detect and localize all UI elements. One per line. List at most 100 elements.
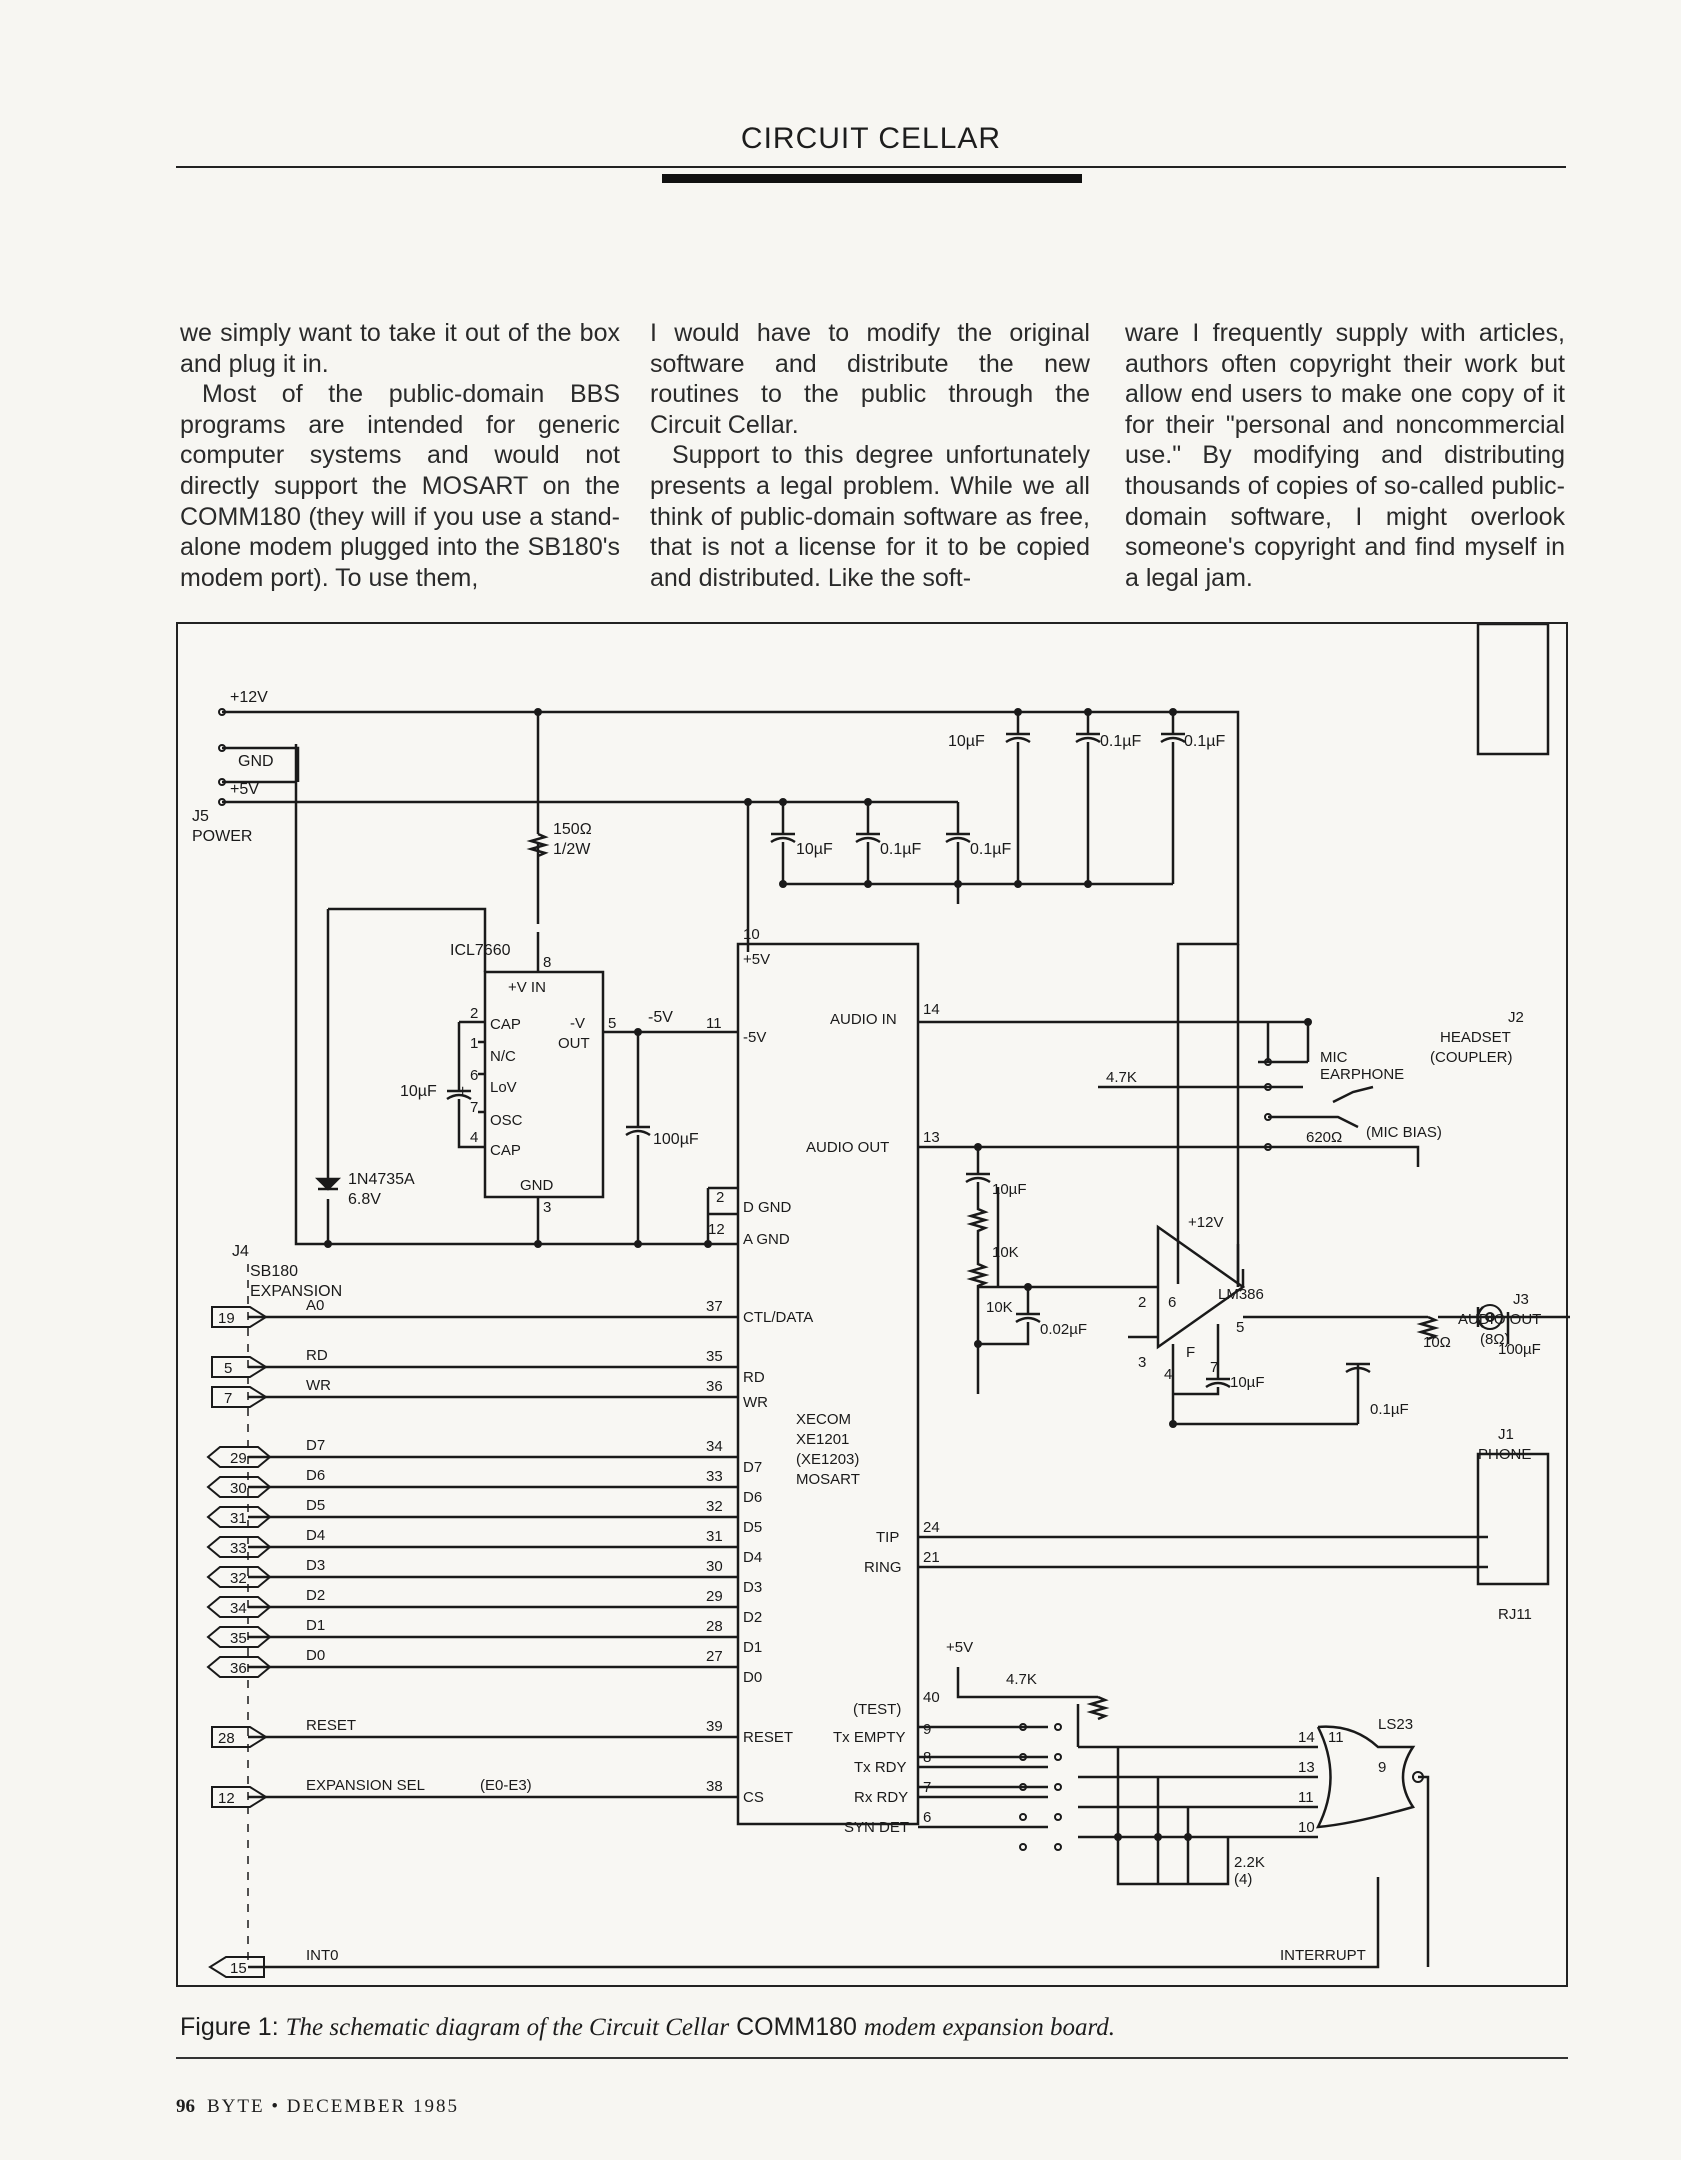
connector-pin: 15 [230, 1960, 247, 1977]
caption-text: modem expansion board. [863, 2014, 1116, 2041]
label-pin-name: OSC [490, 1112, 523, 1129]
signal-label: RD [306, 1347, 328, 1364]
label-zener-volt: 6.8V [348, 1191, 381, 1208]
label-power: POWER [192, 828, 252, 845]
signal-label: EXPANSION SEL [306, 1777, 425, 1794]
label-ic-name: XECOM [796, 1411, 851, 1428]
label-resistor: 10K [986, 1299, 1013, 1316]
caption-text: The schematic diagram of the Circuit Cel… [285, 2014, 730, 2041]
label-pin: 24 [923, 1519, 940, 1536]
label-pin-name: LoV [490, 1079, 517, 1096]
article-body: we simply want to take it out of the box… [180, 318, 1566, 600]
label-pin: 11 [1328, 1729, 1344, 1746]
label-pin: 11 [1298, 1789, 1314, 1806]
label-ic-name: LM386 [1218, 1286, 1264, 1303]
connector-pin: 33 [230, 1540, 247, 1557]
label-pin: 6 [1168, 1294, 1176, 1311]
label-resistor: 4.7K [1106, 1069, 1137, 1086]
signal-label: WR [306, 1377, 331, 1394]
signal-label: INT0 [306, 1947, 339, 1964]
label-pin-name: D6 [743, 1489, 762, 1506]
connector-pin: 12 [218, 1790, 235, 1807]
label-pin: 7 [470, 1099, 478, 1116]
paragraph: I would have to modify the original soft… [650, 319, 1090, 439]
paragraph: we simply want to take it out of the box… [180, 319, 620, 378]
connector-pin: 29 [230, 1450, 247, 1467]
header-bar [662, 174, 1082, 183]
label-audio-out: AUDIO OUT [1458, 1311, 1541, 1328]
label-pin-name: D7 [743, 1459, 762, 1476]
label-pin-name: AUDIO IN [830, 1011, 897, 1028]
label-cap: 10µF [796, 841, 833, 858]
label-ic-name: (XE1203) [796, 1451, 859, 1468]
label-pin-name: (TEST) [853, 1701, 901, 1718]
label-range: (E0-E3) [480, 1777, 532, 1794]
label-j5: J5 [192, 808, 209, 825]
page-folio: 96 BYTE • DECEMBER 1985 [176, 2096, 459, 2118]
label-pin-name: A GND [743, 1231, 790, 1248]
label-pin-name: CS [743, 1789, 764, 1806]
caption-label: Figure 1: [180, 2013, 279, 2041]
label-resistor: 150Ω [553, 821, 592, 838]
label-cap: 10µF [948, 733, 985, 750]
mosart-pin: 34 [706, 1438, 723, 1455]
label-headset: HEADSET [1440, 1029, 1511, 1046]
label-pin-name: Tx EMPTY [833, 1729, 906, 1746]
connector-pin: 5 [224, 1360, 232, 1377]
label-pin-name: CTL/DATA [743, 1309, 813, 1326]
label-pin: 8 [923, 1749, 931, 1766]
label-pin: 40 [923, 1689, 940, 1706]
label-pin-name: +5V [743, 951, 770, 968]
magazine-issue: BYTE • DECEMBER 1985 [207, 2096, 459, 2117]
signal-label: D2 [306, 1587, 325, 1604]
page-number: 96 [176, 2096, 195, 2117]
label-pin: 2 [470, 1005, 478, 1022]
paragraph: Support to this degree unfortunately pre… [650, 441, 1090, 592]
label-pin-name: RESET [743, 1729, 793, 1746]
label-pin: 12 [708, 1221, 725, 1238]
section-title: CIRCUIT CELLAR [740, 122, 1002, 155]
label-pin-name: D1 [743, 1639, 762, 1656]
label-plus: + [458, 1083, 467, 1100]
label-cap: 0.1µF [880, 841, 921, 858]
label-pin: 10 [743, 926, 760, 943]
signal-label: D4 [306, 1527, 325, 1544]
label-mic: MIC [1320, 1049, 1348, 1066]
signal-label: D1 [306, 1617, 325, 1634]
label-resistor: 620Ω [1306, 1129, 1342, 1146]
label-cap: 0.1µF [1370, 1401, 1409, 1418]
mosart-pin: 31 [706, 1528, 723, 1545]
label-pin: 4 [1164, 1366, 1172, 1383]
label-pin: 14 [1298, 1729, 1315, 1746]
label-gnd: GND [238, 753, 274, 770]
paragraph: ware I frequently supply with articles, … [1125, 319, 1565, 592]
connector-pin: 28 [218, 1730, 235, 1747]
column-2: I would have to modify the original soft… [650, 318, 1090, 593]
paragraph: Most of the public-domain BBS programs a… [180, 380, 620, 592]
label-pin: 5 [1236, 1319, 1244, 1336]
label-pin: 3 [543, 1199, 551, 1216]
header-rule [176, 166, 1566, 168]
label-pin: 2 [1138, 1294, 1146, 1311]
mosart-pin: 33 [706, 1468, 723, 1485]
label-pin: 6 [923, 1809, 931, 1826]
mosart-pin: 32 [706, 1498, 723, 1515]
label-5v: +5V [230, 781, 259, 798]
label-cap: 100µF [1498, 1341, 1541, 1358]
label-supply: +12V [1188, 1214, 1223, 1231]
label-pin: 10 [1298, 1819, 1315, 1836]
label-pin: 9 [923, 1721, 931, 1738]
label-pin: F [1186, 1344, 1195, 1361]
label-cap: 0.1µF [1100, 733, 1141, 750]
label-expansion: EXPANSION [250, 1283, 342, 1300]
label-ic-name: ICL7660 [450, 942, 511, 959]
label-pin: 9 [1378, 1759, 1386, 1776]
label-pin: 2 [716, 1189, 724, 1206]
mosart-pin: 29 [706, 1588, 723, 1605]
label-j3: J3 [1513, 1291, 1529, 1308]
label-pin: 21 [923, 1549, 940, 1566]
label-neg5: -5V [648, 1009, 673, 1026]
label-pin-name: AUDIO OUT [806, 1139, 889, 1156]
label-pin-name: D0 [743, 1669, 762, 1686]
page-header: CIRCUIT CELLAR [176, 120, 1566, 200]
